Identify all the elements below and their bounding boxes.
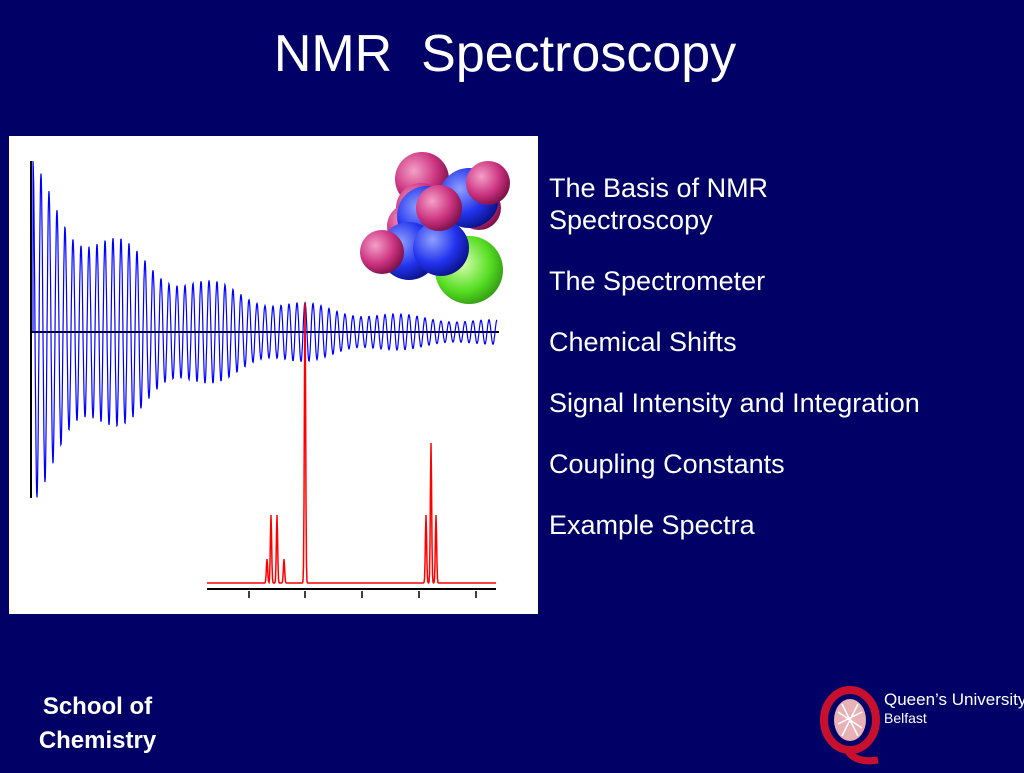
topic-list: The Basis of NMR Spectroscopy The Spectr… (549, 172, 1024, 570)
topic-basis: The Basis of NMR Spectroscopy (549, 173, 769, 235)
topic-spectrometer: The Spectrometer (549, 266, 766, 296)
queens-crest-icon (820, 686, 880, 765)
slide-title: NMR Spectroscopy (273, 25, 737, 83)
logo-university-name: Queen’s University (884, 690, 1024, 709)
topic-signal-intensity: Signal Intensity and Integration (549, 388, 920, 418)
topic-example-spectra: Example Spectra (549, 510, 755, 540)
carbon-atom (413, 220, 469, 276)
hydrogen-atom (416, 185, 462, 231)
molecule-icon (360, 152, 510, 304)
hydrogen-atom (360, 230, 404, 274)
nmr-illustration (9, 136, 538, 614)
hydrogen-atom (466, 161, 510, 205)
spectrum-ticks (248, 591, 477, 598)
fid-trace (32, 160, 498, 498)
topic-chemical-shifts: Chemical Shifts (549, 327, 737, 357)
nmr-illustration-svg (30, 152, 510, 598)
school-of-chemistry-label: School of Chemistry (38, 693, 157, 754)
topic-coupling-constants: Coupling Constants (549, 449, 785, 479)
queens-university-logo: Queen’s University Belfast (820, 684, 1024, 768)
logo-university-city: Belfast (884, 710, 927, 726)
spectrum-trace (207, 302, 496, 585)
